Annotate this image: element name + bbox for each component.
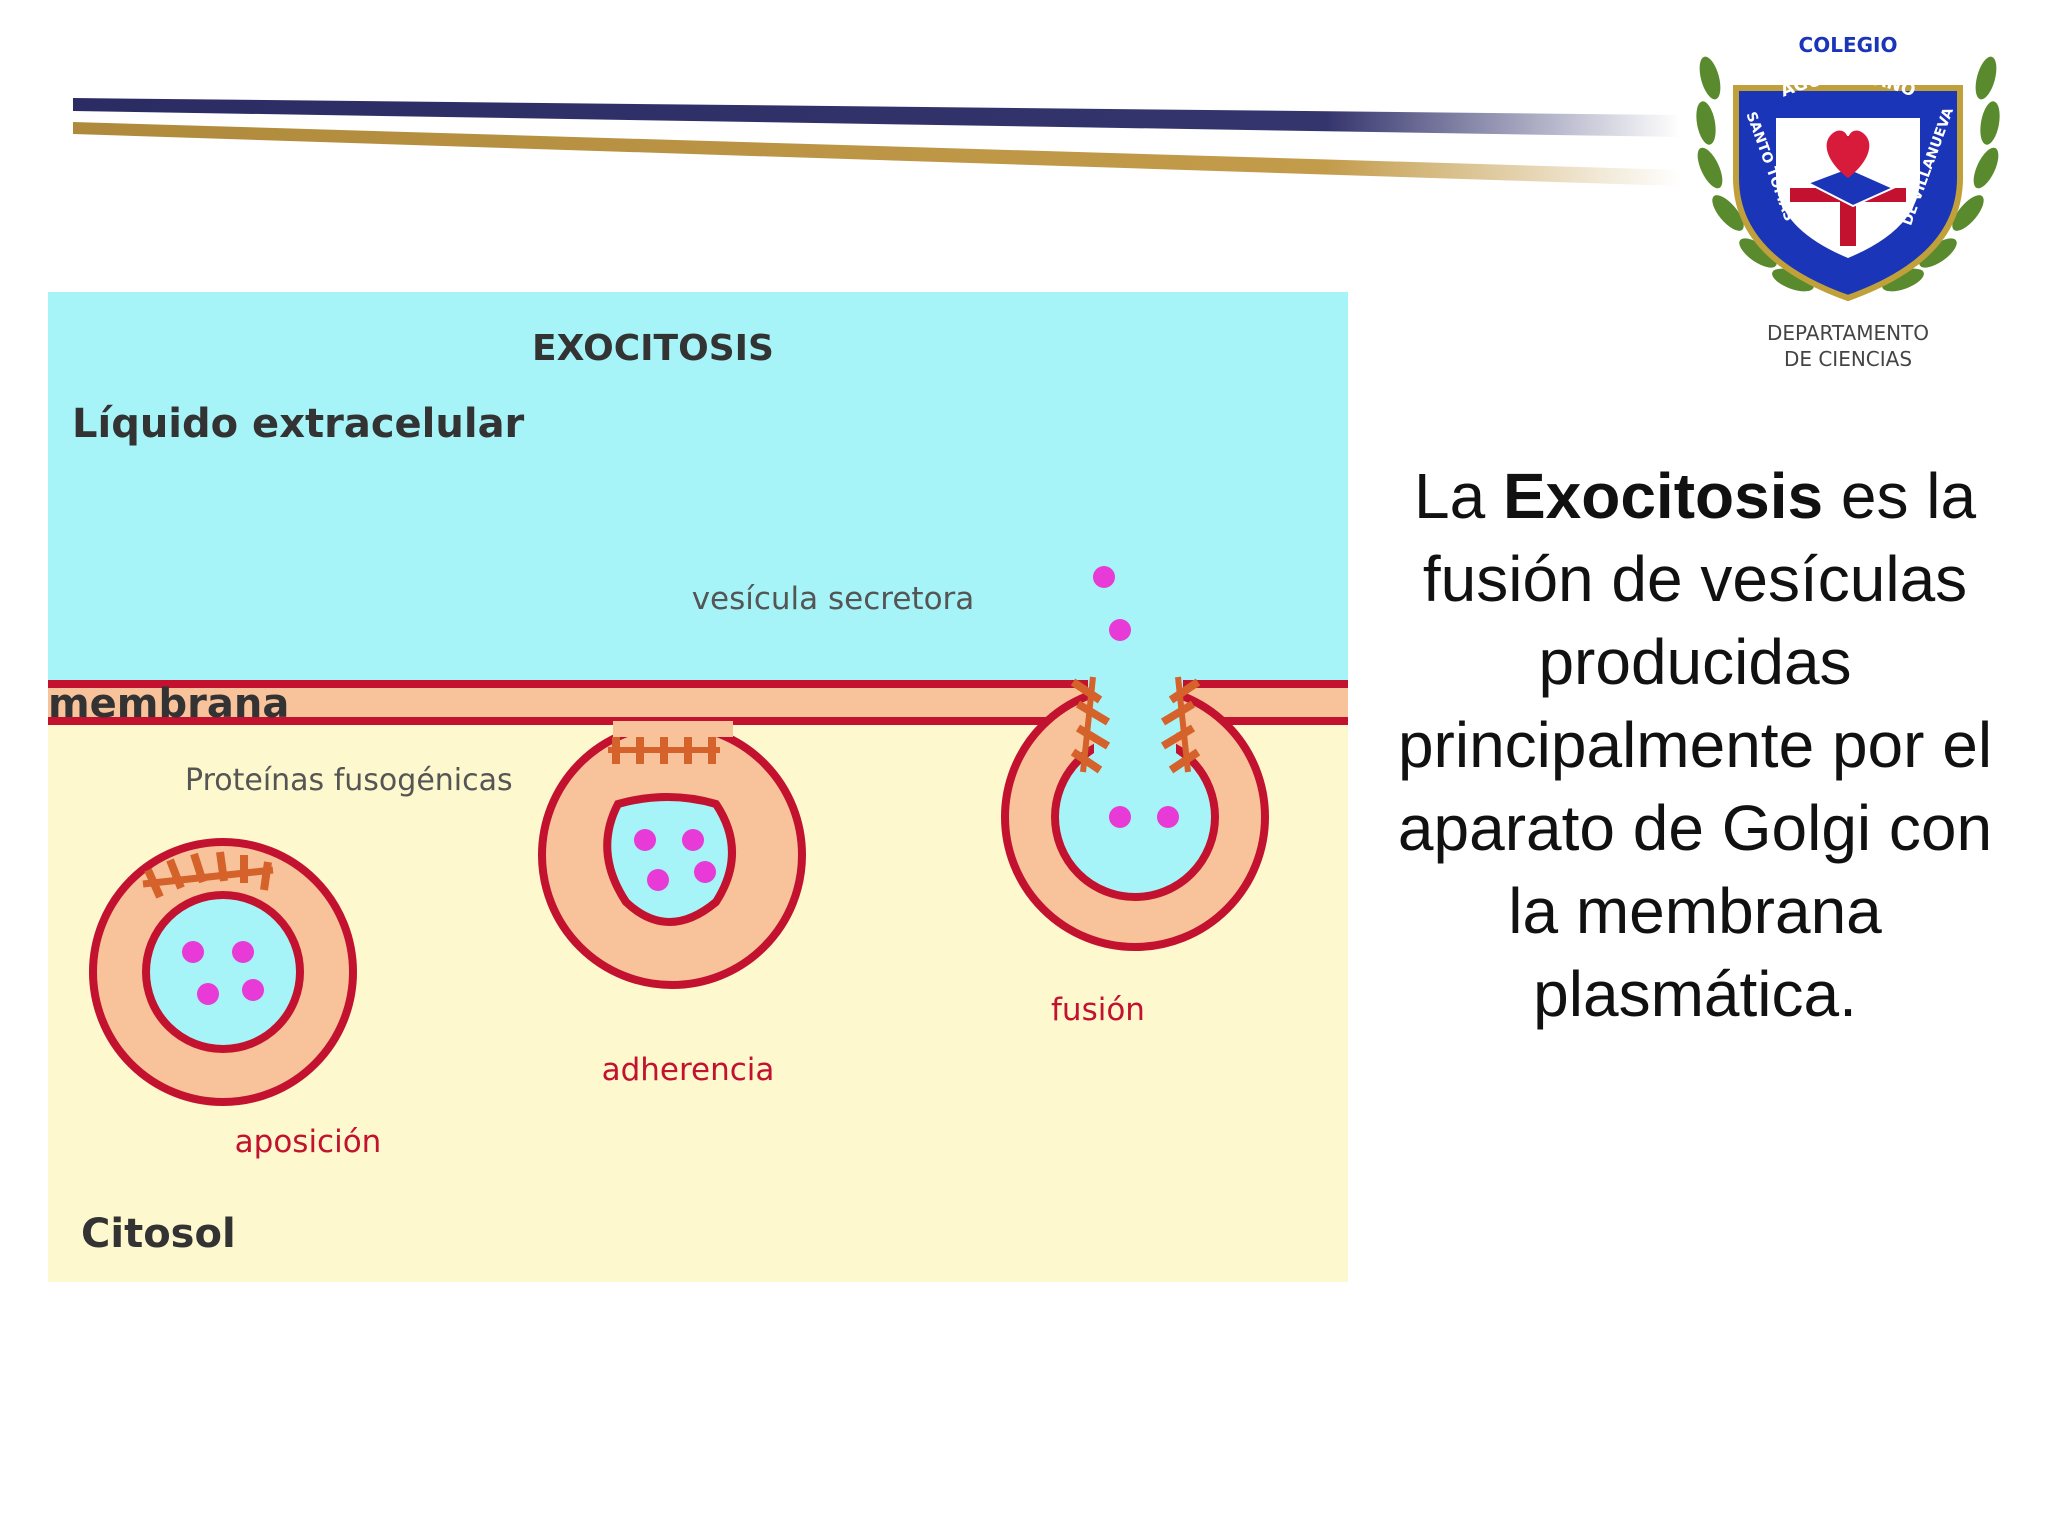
stage-2-label: adherencia [602, 1052, 775, 1088]
logo-top-text: COLEGIO [1799, 33, 1898, 57]
released-cargo-1 [1093, 566, 1115, 588]
description-term: Exocitosis [1502, 460, 1824, 532]
vesicle-label: vesícula secretora [692, 581, 975, 617]
cytosol-label: Citosol [81, 1211, 236, 1257]
proteins-label: Proteínas fusogénicas [185, 763, 513, 798]
extracellular-label: Líquido extracelular [72, 401, 525, 447]
crest-heart [1826, 130, 1870, 178]
exocytosis-description: La Exocitosis es la fusión de vesículas … [1370, 455, 2020, 1036]
school-crest-logo: COLEGIO AGUSTINIANO SANTO TOMAS DE VILLA… [1696, 33, 2000, 371]
membrane-label: membrana [48, 681, 289, 727]
laurel-right [1882, 56, 2000, 292]
vesicle-fusion [1001, 566, 1269, 951]
vesicle-aposicion [89, 838, 357, 1106]
vesicle-adherencia [538, 721, 806, 989]
released-cargo-2 [1109, 619, 1131, 641]
exocytosis-diagram: EXOCITOSIS Líquido extracelular membrana… [48, 292, 1348, 1282]
description-prefix: La [1413, 460, 1503, 532]
logo-caption-line2: DE CIENCIAS [1784, 347, 1912, 371]
stage-3-label: fusión [1051, 992, 1145, 1028]
description-body: es la fusión de vesículas producidas pri… [1397, 460, 1993, 1030]
logo-caption-line1: DEPARTAMENTO [1767, 321, 1929, 345]
header-stripes [73, 98, 1680, 186]
diagram-title: EXOCITOSIS [532, 328, 774, 369]
gold-stripe [73, 122, 1680, 186]
laurel-left [1696, 56, 1814, 292]
navy-stripe [73, 98, 1680, 137]
crest-book [1805, 166, 1896, 208]
extracellular-region [48, 292, 1348, 687]
stage-1-label: aposición [235, 1124, 382, 1160]
